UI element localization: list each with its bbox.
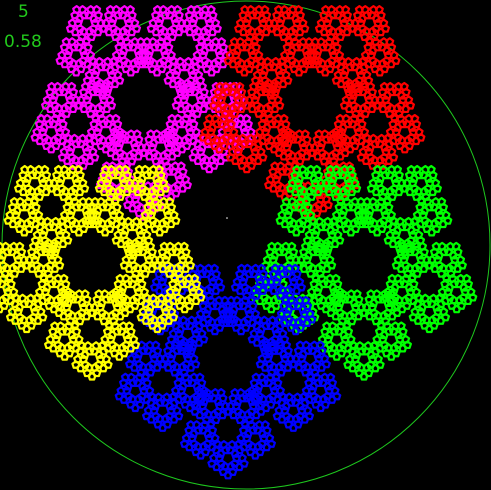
iteration-depth-readout: 5: [18, 2, 29, 22]
fractal-branch-4: [114, 263, 342, 480]
fractal-branch-shape: [114, 263, 342, 480]
scale-ratio-readout: 0.58: [4, 32, 42, 52]
fractal-branch-2: [198, 5, 426, 221]
fractal-branches: [0, 5, 478, 480]
fractal-branch-5: [0, 164, 206, 381]
fractal-branch-shape: [0, 164, 206, 381]
center-dot: [226, 217, 228, 219]
fractal-branch-shape: [198, 5, 426, 221]
